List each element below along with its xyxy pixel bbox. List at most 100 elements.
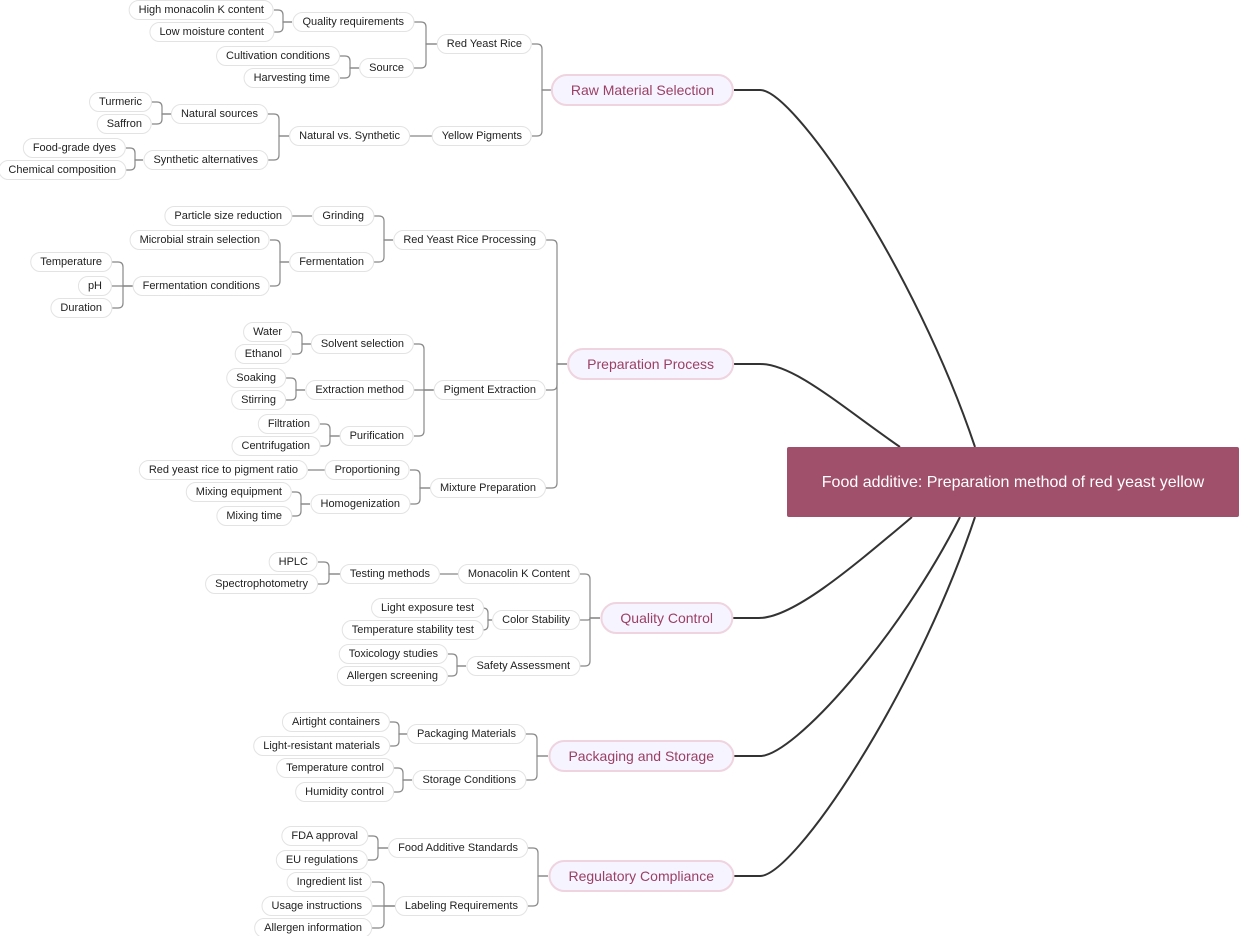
topic-harvesting-time[interactable]: Harvesting time bbox=[243, 68, 340, 88]
branch-connector bbox=[580, 617, 600, 667]
topic-cultivation-conditions[interactable]: Cultivation conditions bbox=[216, 46, 340, 66]
topic-temperature-control[interactable]: Temperature control bbox=[276, 758, 394, 778]
topic-eu-regulations[interactable]: EU regulations bbox=[275, 850, 368, 870]
topic-ethanol[interactable]: Ethanol bbox=[234, 344, 292, 364]
topic-allergen-information[interactable]: Allergen information bbox=[254, 918, 372, 936]
topic-label: Microbial strain selection bbox=[139, 234, 260, 246]
topic-fermentation[interactable]: Fermentation bbox=[289, 252, 374, 272]
branch-connector bbox=[394, 767, 412, 781]
topic-label: Food Additive Standards bbox=[398, 842, 518, 854]
topic-source[interactable]: Source bbox=[359, 58, 414, 78]
topic-labeling-requirements[interactable]: Labeling Requirements bbox=[394, 896, 528, 916]
topic-label: Source bbox=[369, 62, 404, 74]
topic-water[interactable]: Water bbox=[243, 322, 292, 342]
topic-low-moisture-content[interactable]: Low moisture content bbox=[149, 22, 274, 42]
topic-ingredient-list[interactable]: Ingredient list bbox=[286, 872, 372, 892]
topic-centrifugation[interactable]: Centrifugation bbox=[231, 436, 320, 456]
topic-monacolin-k-content[interactable]: Monacolin K Content bbox=[457, 564, 580, 584]
topic-purification[interactable]: Purification bbox=[339, 426, 414, 446]
topic-label: Red Yeast Rice bbox=[446, 38, 522, 50]
topic-color-stability[interactable]: Color Stability bbox=[492, 610, 580, 630]
topic-microbial-strain-selection[interactable]: Microbial strain selection bbox=[129, 230, 270, 250]
topic-allergen-screening[interactable]: Allergen screening bbox=[336, 666, 448, 686]
topic-fda-approval[interactable]: FDA approval bbox=[281, 826, 368, 846]
branch-connector bbox=[414, 43, 437, 69]
topic-packaging-materials[interactable]: Packaging Materials bbox=[406, 724, 526, 744]
topic-label: Usage instructions bbox=[271, 900, 363, 912]
topic-label: Airtight containers bbox=[291, 716, 380, 728]
topic-soaking[interactable]: Soaking bbox=[226, 368, 286, 388]
topic-filtration[interactable]: Filtration bbox=[257, 414, 320, 434]
branch-connector bbox=[318, 561, 340, 575]
main-connector bbox=[734, 516, 976, 877]
topic-grinding[interactable]: Grinding bbox=[312, 206, 374, 226]
topic-label: Testing methods bbox=[349, 568, 430, 580]
topic-label: Allergen screening bbox=[346, 670, 438, 682]
topic-light-resistant-materials[interactable]: Light-resistant materials bbox=[253, 736, 390, 756]
topic-packaging-and-storage[interactable]: Packaging and Storage bbox=[548, 740, 734, 772]
topic-testing-methods[interactable]: Testing methods bbox=[339, 564, 440, 584]
topic-humidity-control[interactable]: Humidity control bbox=[295, 782, 394, 802]
topic-ph[interactable]: pH bbox=[77, 276, 112, 296]
branch-connector bbox=[532, 43, 551, 91]
topic-particle-size-reduction[interactable]: Particle size reduction bbox=[164, 206, 292, 226]
topic-mixing-equipment[interactable]: Mixing equipment bbox=[185, 482, 292, 502]
topic-raw-material-selection[interactable]: Raw Material Selection bbox=[550, 74, 734, 106]
topic-synthetic-alternatives[interactable]: Synthetic alternatives bbox=[143, 150, 268, 170]
topic-mixing-time[interactable]: Mixing time bbox=[216, 506, 292, 526]
topic-fermentation-conditions[interactable]: Fermentation conditions bbox=[132, 276, 270, 296]
topic-red-yeast-rice[interactable]: Red Yeast Rice bbox=[436, 34, 532, 54]
topic-homogenization[interactable]: Homogenization bbox=[310, 494, 410, 514]
branch-connector bbox=[414, 389, 434, 437]
topic-light-exposure-test[interactable]: Light exposure test bbox=[371, 598, 484, 618]
topic-pigment-extraction[interactable]: Pigment Extraction bbox=[433, 380, 546, 400]
topic-safety-assessment[interactable]: Safety Assessment bbox=[466, 656, 580, 676]
topic-label: Purification bbox=[349, 430, 404, 442]
topic-label: Allergen information bbox=[264, 922, 362, 934]
topic-solvent-selection[interactable]: Solvent selection bbox=[310, 334, 414, 354]
branch-connector bbox=[580, 573, 600, 619]
topic-label: Harvesting time bbox=[253, 72, 330, 84]
topic-label: Light exposure test bbox=[381, 602, 474, 614]
topic-label: Fermentation bbox=[299, 256, 364, 268]
topic-high-monacolin-k-content[interactable]: High monacolin K content bbox=[128, 0, 274, 20]
topic-airtight-containers[interactable]: Airtight containers bbox=[281, 712, 390, 732]
topic-toxicology-studies[interactable]: Toxicology studies bbox=[338, 644, 448, 664]
central-topic[interactable]: Food additive: Preparation method of red… bbox=[787, 447, 1239, 517]
branch-connector bbox=[532, 89, 551, 137]
topic-usage-instructions[interactable]: Usage instructions bbox=[261, 896, 372, 916]
topic-regulatory-compliance[interactable]: Regulatory Compliance bbox=[548, 860, 734, 892]
topic-stirring[interactable]: Stirring bbox=[231, 390, 286, 410]
topic-hplc[interactable]: HPLC bbox=[268, 552, 318, 572]
topic-label: Red Yeast Rice Processing bbox=[403, 234, 536, 246]
branch-connector bbox=[268, 135, 289, 161]
branch-connector bbox=[390, 721, 407, 735]
topic-mixture-preparation[interactable]: Mixture Preparation bbox=[430, 478, 546, 498]
topic-turmeric[interactable]: Turmeric bbox=[89, 92, 152, 112]
topic-saffron[interactable]: Saffron bbox=[96, 114, 152, 134]
topic-food-additive-standards[interactable]: Food Additive Standards bbox=[388, 838, 528, 858]
topic-natural-sources[interactable]: Natural sources bbox=[170, 104, 268, 124]
topic-quality-requirements[interactable]: Quality requirements bbox=[292, 12, 414, 32]
topic-duration[interactable]: Duration bbox=[50, 298, 112, 318]
topic-extraction-method[interactable]: Extraction method bbox=[305, 380, 414, 400]
topic-preparation-process[interactable]: Preparation Process bbox=[567, 348, 734, 380]
topic-temperature-stability-test[interactable]: Temperature stability test bbox=[341, 620, 484, 640]
topic-storage-conditions[interactable]: Storage Conditions bbox=[412, 770, 526, 790]
topic-natural-vs-synthetic[interactable]: Natural vs. Synthetic bbox=[289, 126, 410, 146]
topic-label: FDA approval bbox=[291, 830, 358, 842]
branch-connector bbox=[292, 343, 311, 355]
topic-spectrophotometry[interactable]: Spectrophotometry bbox=[205, 574, 318, 594]
topic-label: Filtration bbox=[267, 418, 310, 430]
topic-quality-control[interactable]: Quality Control bbox=[600, 602, 733, 634]
topic-proportioning[interactable]: Proportioning bbox=[324, 460, 410, 480]
topic-red-yeast-rice-to-pigment-ratio[interactable]: Red yeast rice to pigment ratio bbox=[138, 460, 308, 480]
branch-connector bbox=[526, 733, 548, 757]
topic-red-yeast-rice-processing[interactable]: Red Yeast Rice Processing bbox=[393, 230, 546, 250]
topic-temperature[interactable]: Temperature bbox=[30, 252, 112, 272]
topic-chemical-composition[interactable]: Chemical composition bbox=[0, 160, 126, 180]
topic-yellow-pigments[interactable]: Yellow Pigments bbox=[431, 126, 532, 146]
topic-food-grade-dyes[interactable]: Food-grade dyes bbox=[22, 138, 126, 158]
branch-connector bbox=[318, 573, 340, 585]
topic-label: Proportioning bbox=[334, 464, 400, 476]
